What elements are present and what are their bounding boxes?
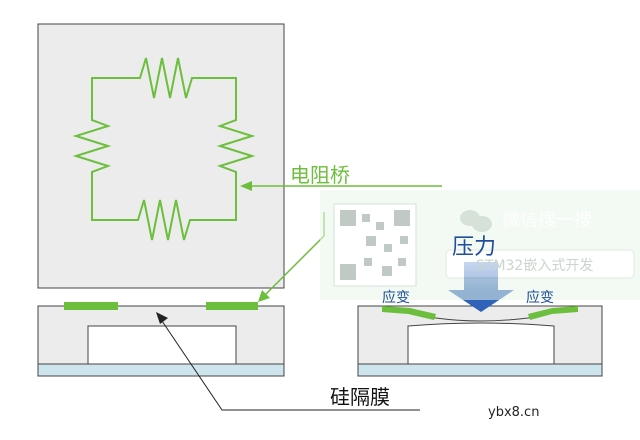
diaphragm-arrowhead	[156, 312, 168, 324]
left-substrate	[37, 363, 285, 377]
bridge-arrowhead-bottom	[258, 290, 270, 302]
bridge-arrowhead-top	[240, 181, 252, 191]
label-resistor-bridge: 电阻桥	[290, 163, 350, 187]
left-resistor-a	[64, 302, 118, 310]
search-box	[445, 249, 635, 279]
left-resistor-b	[206, 302, 258, 310]
watermark-title: 微信搜一搜	[502, 210, 592, 231]
wechat-icon	[460, 210, 492, 232]
right-resistor-a	[382, 306, 436, 320]
site-label: ybx8.cn	[488, 405, 539, 420]
resistor-bridge-loop	[72, 57, 256, 241]
label-pressure: 压力	[452, 235, 496, 260]
watermark-overlay	[320, 190, 640, 300]
label-strain-left: 应变	[382, 289, 410, 306]
right-resistor-b	[528, 306, 578, 320]
diaphragm-leader-line	[159, 317, 420, 411]
right-substrate	[357, 363, 603, 377]
label-silicon-diaphragm: 硅隔膜	[330, 385, 390, 409]
label-strain-right: 应变	[526, 289, 554, 306]
watermark-search-text: STM32嵌入式开发	[476, 258, 593, 274]
left-cavity	[87, 325, 237, 365]
right-deformed-cavity	[407, 322, 555, 365]
